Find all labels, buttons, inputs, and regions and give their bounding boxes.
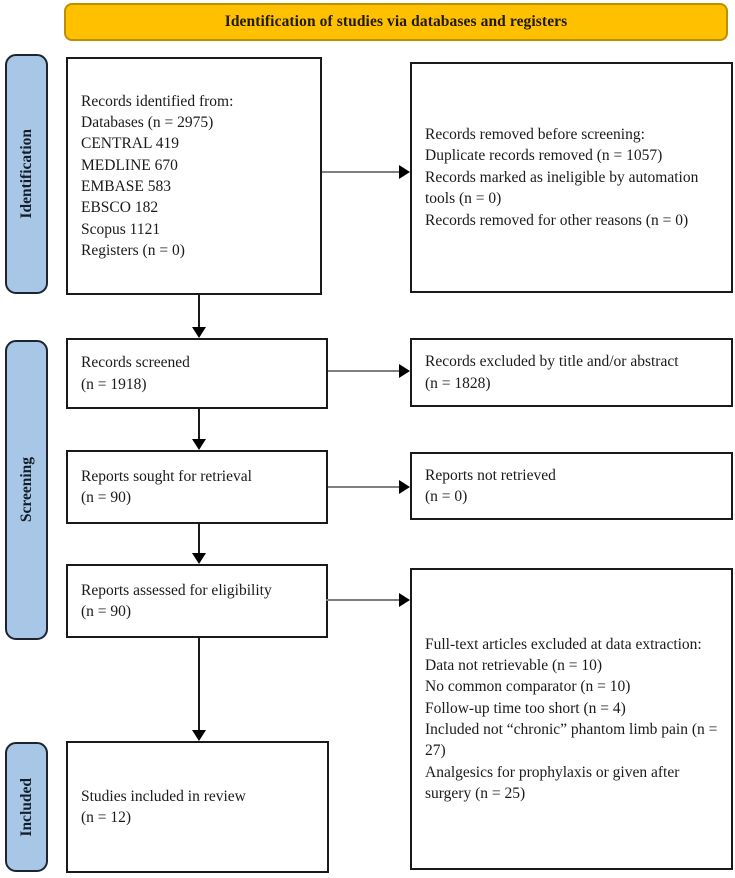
box-fulltext-excluded-text: Full-text articles excluded at data extr… [425,635,718,803]
stage-label-included: Included [17,777,35,837]
stage-bar-included: Included [5,742,48,872]
box-reports-sought: Reports sought for retrieval (n = 90) [66,450,328,524]
arrow-head-right-icon [399,480,410,494]
stage-bar-identification: Identification [5,54,48,294]
box-records-removed-text: Records removed before screening: Duplic… [425,126,699,229]
banner-label: Identification of studies via databases … [224,13,568,30]
arrow-head-right-icon [399,165,410,179]
box-records-removed-before-screening: Records removed before screening: Duplic… [410,62,733,293]
box-reports-assessed: Reports assessed for eligibility (n = 90… [66,564,328,638]
box-reports-sought-text: Reports sought for retrieval (n = 90) [81,467,252,506]
arrow-shaft [198,409,200,441]
box-records-excluded-text: Records excluded by title and/or abstrac… [425,353,679,392]
arrow-shaft [322,171,401,173]
box-reports-not-retrieved-text: Reports not retrieved (n = 0) [425,466,556,505]
arrow-shaft [198,638,200,732]
stage-bar-screening: Screening [5,340,48,640]
box-records-identified-text: Records identified from: Databases (n = … [81,92,234,260]
arrow-shaft [326,599,401,601]
arrow-shaft [328,370,401,372]
arrow-head-down-icon [192,439,206,450]
arrow-head-down-icon [192,327,206,338]
arrow-head-down-icon [192,553,206,564]
arrow-head-down-icon [192,730,206,741]
stage-label-identification: Identification [17,129,35,219]
box-records-screened: Records screened (n = 1918) [66,338,328,409]
arrow-head-right-icon [399,364,410,378]
box-studies-included: Studies included in review (n = 12) [66,741,329,873]
arrow-shaft [328,486,401,488]
box-fulltext-excluded: Full-text articles excluded at data extr… [410,568,733,870]
box-reports-assessed-text: Reports assessed for eligibility (n = 90… [81,581,272,620]
box-records-identified: Records identified from: Databases (n = … [66,57,322,295]
arrow-head-right-icon [399,593,410,607]
arrow-shaft [198,295,200,329]
arrow-shaft [198,524,200,555]
banner-identification-via-databases: Identification of studies via databases … [64,3,728,41]
box-records-screened-text: Records screened (n = 1918) [81,354,190,393]
box-records-excluded-title-abstract: Records excluded by title and/or abstrac… [410,338,733,407]
stage-label-screening: Screening [17,457,35,523]
box-studies-included-text: Studies included in review (n = 12) [81,787,246,826]
box-reports-not-retrieved: Reports not retrieved (n = 0) [410,452,733,520]
